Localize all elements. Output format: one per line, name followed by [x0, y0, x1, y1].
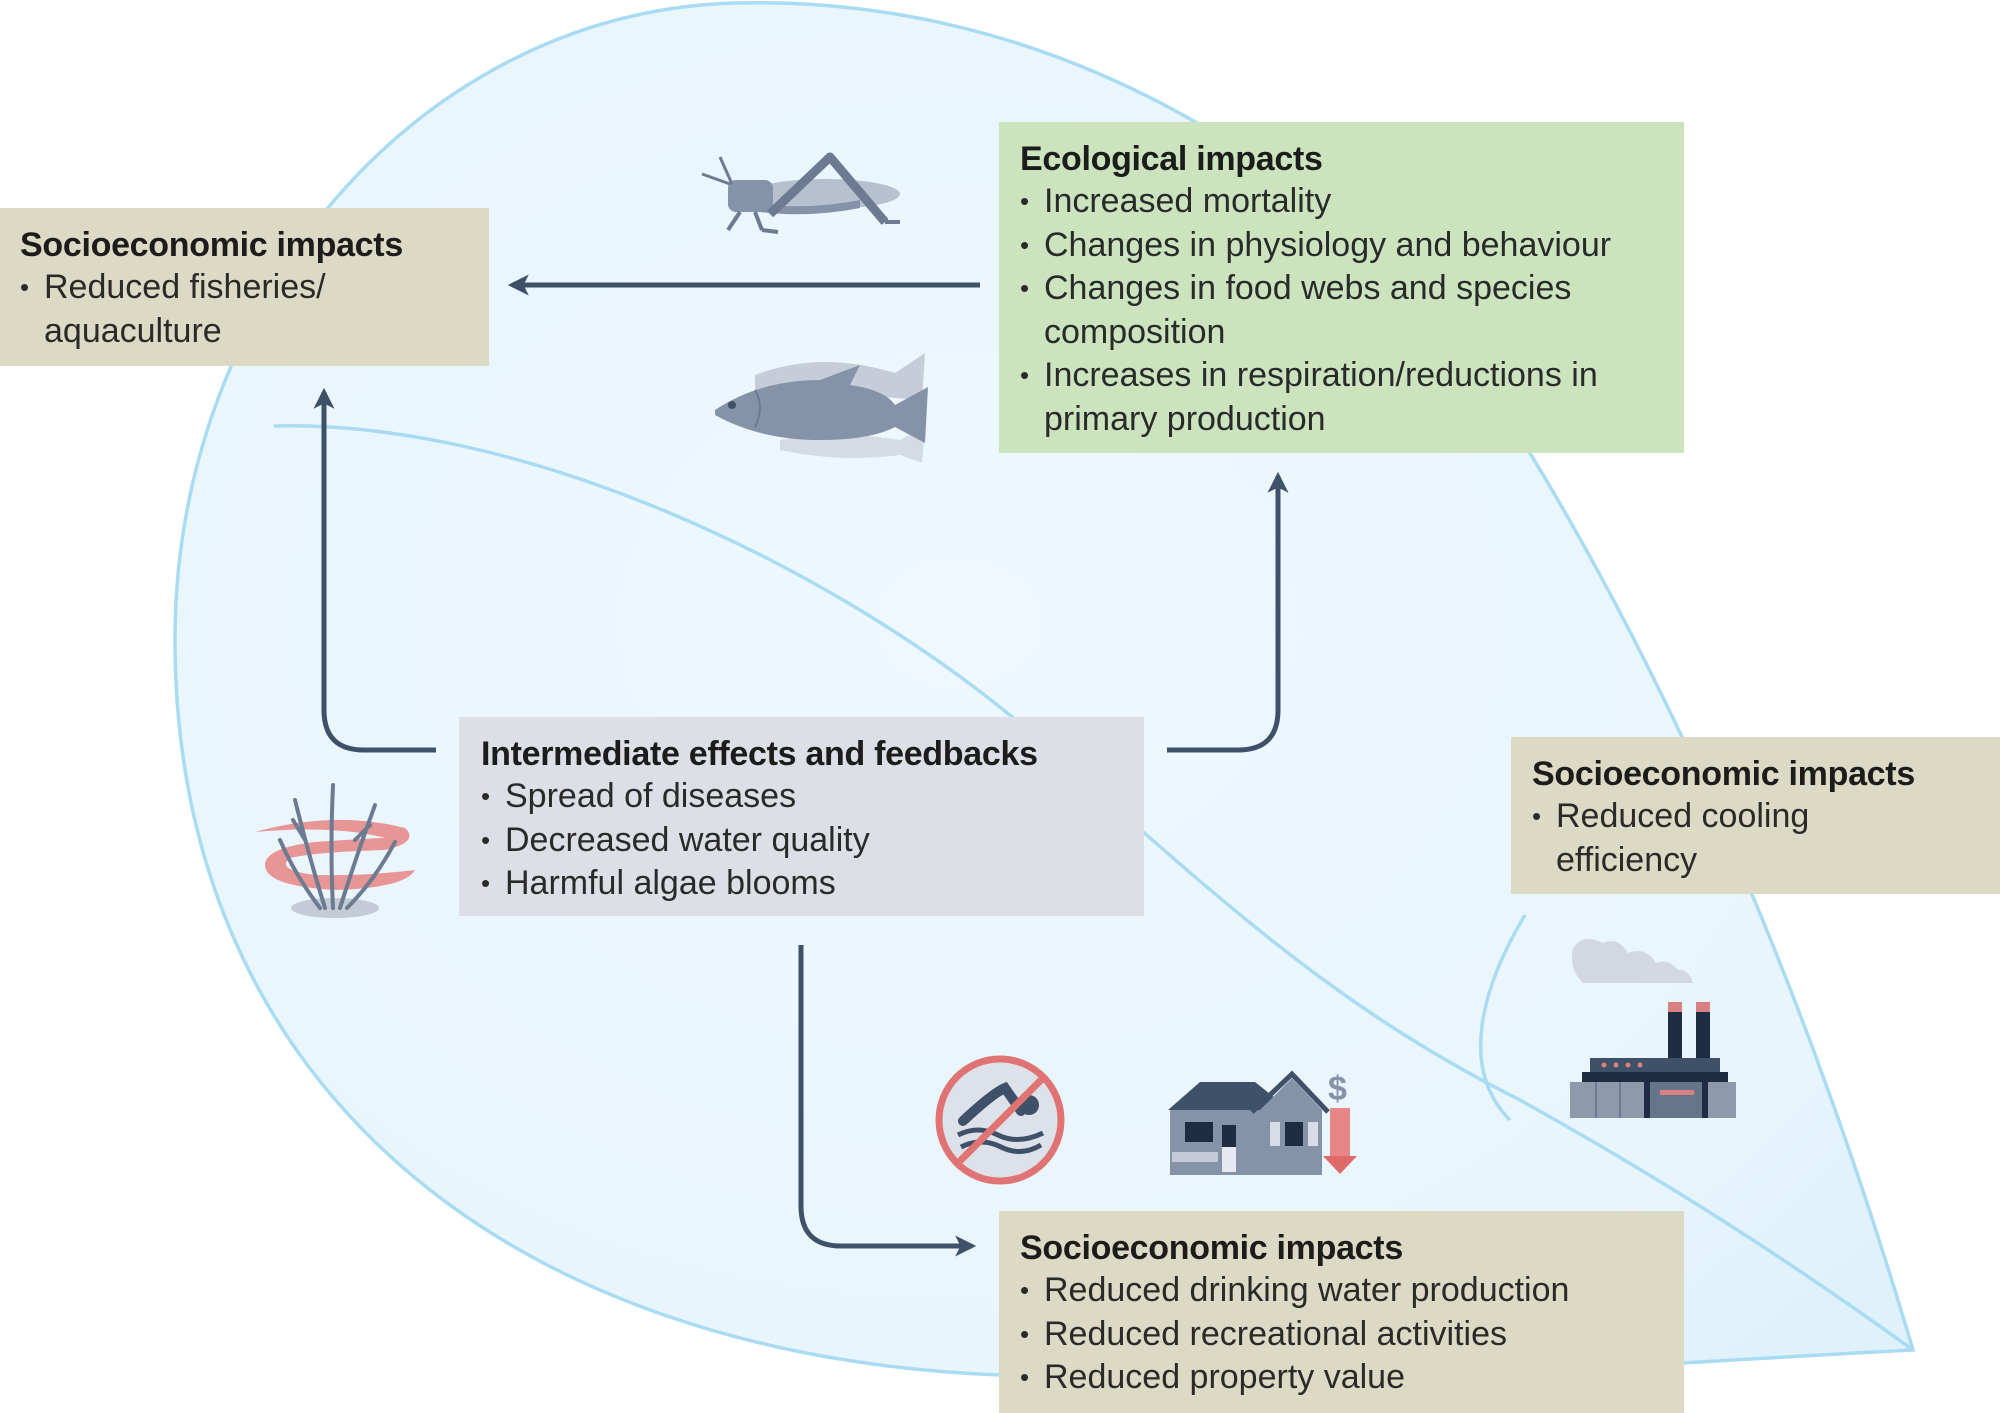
impact-list: Reduced cooling efficiency	[1532, 795, 1980, 882]
effect-item: Spread of diseases	[481, 775, 1124, 819]
impact-item: Increased mortality	[1020, 180, 1664, 224]
intermediate-effects-box: Intermediate effects and feedbacks Sprea…	[459, 717, 1144, 916]
effects-list: Spread of diseases Decreased water quali…	[481, 775, 1124, 906]
arrow-intermediate-to-fisheries	[313, 387, 436, 753]
dollar-sign: $	[1328, 1070, 1347, 1108]
box-title: Intermediate effects and feedbacks	[481, 735, 1038, 773]
socioeconomic-impacts-water-box: Socioeconomic impacts Reduced drinking w…	[999, 1211, 1684, 1413]
algae-bloom-icon	[255, 783, 415, 918]
fish-icon	[715, 353, 928, 463]
box-title: Socioeconomic impacts	[1532, 755, 1915, 793]
impact-item: Reduced cooling efficiency	[1532, 795, 1886, 882]
box-title: Socioeconomic impacts	[20, 226, 403, 264]
impact-item: Reduced drinking water production	[1020, 1269, 1664, 1313]
arrow-intermediate-to-ecological	[1167, 471, 1289, 753]
impact-item: Reduced recreational activities	[1020, 1313, 1664, 1357]
box-title: Ecological impacts	[1020, 140, 1323, 178]
inner-curve-right	[1479, 914, 1527, 1122]
no-swimming-icon	[935, 1055, 1065, 1185]
impact-item: Reduced fisheries/ aquaculture	[20, 266, 374, 353]
arrow-intermediate-to-socio-bottom	[798, 945, 977, 1257]
socioeconomic-impacts-fisheries-box: Socioeconomic impacts Reduced fisheries/…	[0, 208, 489, 366]
socioeconomic-impacts-cooling-box: Socioeconomic impacts Reduced cooling ef…	[1511, 737, 2000, 894]
inner-current-line	[273, 424, 1915, 1352]
house-value-down-icon: $	[1168, 1070, 1357, 1175]
effect-item: Harmful algae blooms	[481, 862, 1124, 906]
box-title: Socioeconomic impacts	[1020, 1229, 1403, 1267]
ecological-impacts-box: Ecological impacts Increased mortality C…	[999, 122, 1684, 453]
impact-list: Increased mortality Changes in physiolog…	[1020, 180, 1664, 441]
effect-item: Decreased water quality	[481, 819, 1124, 863]
impact-item: Changes in physiology and behaviour	[1020, 224, 1664, 268]
factory-icon	[1570, 939, 1736, 1118]
impact-list: Reduced fisheries/ aquaculture	[20, 266, 469, 353]
impact-item: Increases in respiration/reductions in p…	[1020, 354, 1644, 441]
grasshopper-icon	[701, 152, 900, 234]
impact-item: Reduced property value	[1020, 1356, 1664, 1400]
impact-item: Changes in food webs and species composi…	[1020, 267, 1644, 354]
impact-list: Reduced drinking water production Reduce…	[1020, 1269, 1664, 1400]
